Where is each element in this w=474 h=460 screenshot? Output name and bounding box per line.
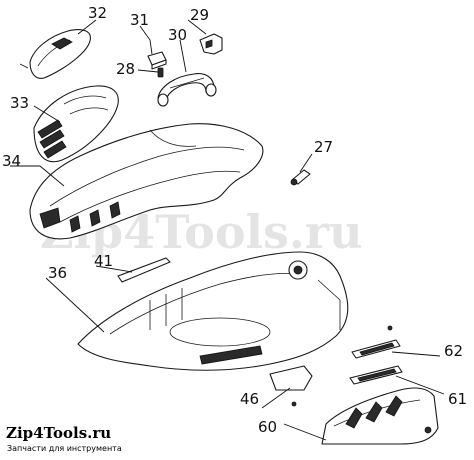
callout-46: 46: [240, 390, 259, 408]
leader-lines: [10, 19, 445, 441]
part-28-screw: [157, 67, 164, 78]
part-61-vent-strip: [349, 365, 403, 385]
footer-subtitle: Запчасти для инструмента: [7, 444, 122, 453]
part-62-vent-strip: [351, 325, 401, 359]
callout-31: 31: [130, 11, 149, 29]
callout-28: 28: [116, 60, 135, 78]
part-27-bolt: [290, 169, 311, 186]
footer-brand: Zip4Tools.ru: [6, 424, 112, 442]
callout-27: 27: [314, 138, 333, 156]
callout-33: 33: [10, 94, 29, 112]
callout-36: 36: [48, 264, 67, 282]
part-29-latch: [199, 33, 223, 55]
part-32-top-cover: [19, 29, 91, 79]
part-60-bumper: [321, 387, 439, 445]
part-36-base-chassis: [77, 251, 349, 371]
callout-32: 32: [88, 4, 107, 22]
callout-62: 62: [444, 342, 463, 360]
callout-labels: 32 31 29 30 28 33 34 27 41 36 62 61 46 6…: [2, 4, 467, 436]
callout-34: 34: [2, 152, 21, 170]
part-31-clip: [147, 51, 167, 70]
part-34-upper-housing: [29, 123, 264, 240]
part-41-bar: [117, 257, 171, 283]
callout-29: 29: [190, 6, 209, 24]
callout-61: 61: [448, 390, 467, 408]
callout-60: 60: [258, 418, 277, 436]
callout-41: 41: [94, 252, 113, 270]
part-33-front-panel: [33, 85, 119, 163]
part-46-bracket: [269, 365, 313, 407]
callout-30: 30: [168, 26, 187, 44]
part-30-handle: [157, 73, 217, 107]
